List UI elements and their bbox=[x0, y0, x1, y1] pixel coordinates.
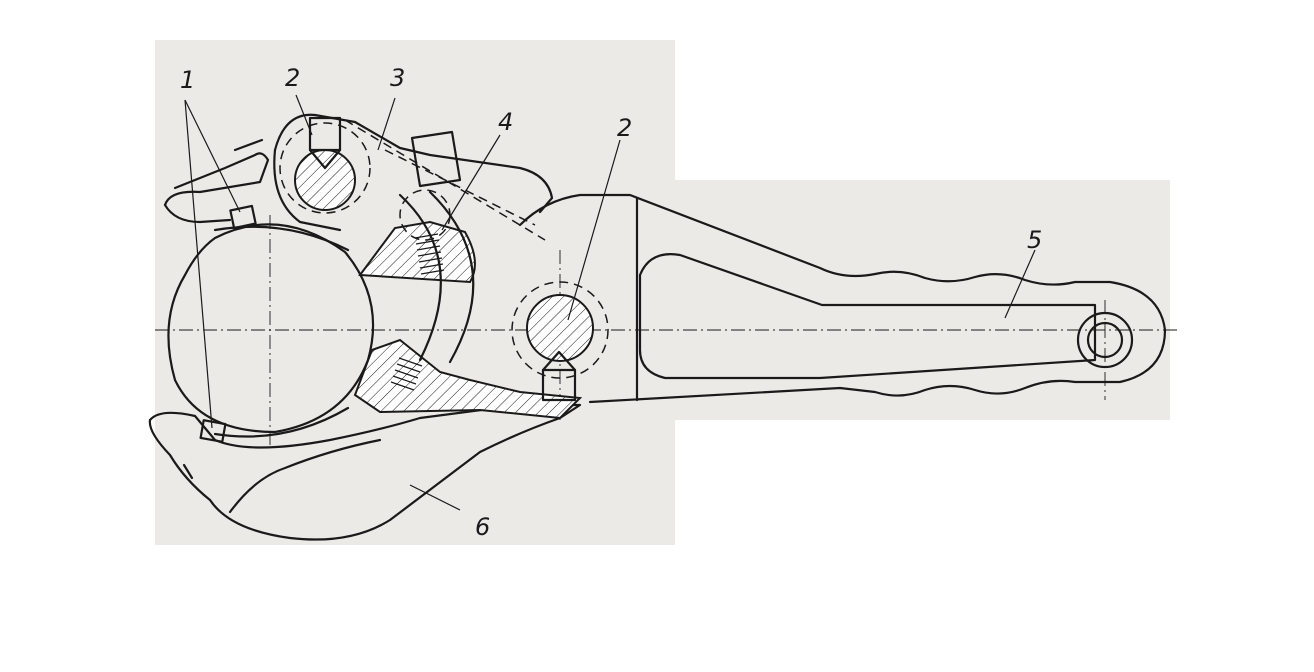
pin-upper bbox=[279, 116, 371, 214]
link-dashed-line bbox=[344, 119, 546, 241]
label-1: 1 bbox=[180, 66, 195, 94]
upper-jaw bbox=[163, 113, 554, 232]
label-3: 3 bbox=[390, 64, 405, 92]
lower-jaw bbox=[148, 403, 582, 541]
label-6: 6 bbox=[475, 513, 490, 541]
spring-guide bbox=[390, 130, 475, 391]
leader-lines bbox=[184, 94, 1036, 511]
lever-handle bbox=[518, 193, 1167, 404]
scan-background bbox=[155, 40, 1170, 545]
jaw-inserts bbox=[199, 204, 257, 443]
label-5: 5 bbox=[1027, 226, 1042, 254]
label-2-lower: 2 bbox=[617, 114, 632, 142]
label-4: 4 bbox=[498, 108, 513, 136]
pin-lower bbox=[511, 281, 609, 402]
clamped-pipe bbox=[167, 223, 375, 438]
label-2-upper: 2 bbox=[285, 64, 300, 92]
hatched-section bbox=[353, 220, 583, 420]
callout-labels: 1 2 3 4 2 5 6 bbox=[180, 64, 1042, 541]
